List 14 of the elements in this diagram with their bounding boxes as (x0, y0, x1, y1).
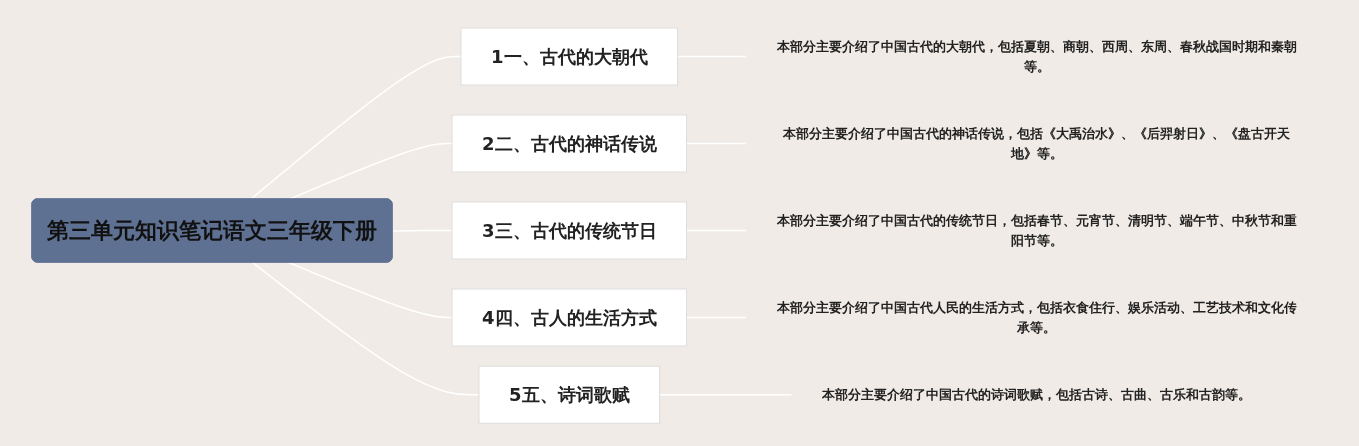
node-text: 本部分主要介绍了中国古代的诗词歌赋，包括古诗、古曲、古乐和古韵等。 (822, 387, 1252, 403)
node-box: 3三、古代的传统节日 (451, 201, 688, 260)
node-box: 4四、古人的生活方式 (451, 288, 688, 347)
node-box: 1一、古代的大朝代 (460, 27, 679, 86)
connector (250, 56, 462, 201)
node-text: 本部分主要介绍了中国古代人民的生活方式，包括衣食住行、娱乐活动、工艺技术和文化传承等。 (776, 300, 1297, 335)
connector (288, 262, 453, 319)
node-box: 5五、诗词歌赋 (478, 366, 661, 425)
node-box: 2二、古代的神话传说 (451, 114, 688, 173)
connector (252, 262, 480, 396)
node-text: 本部分主要介绍了中国古代的大朝代，包括夏朝、商朝、西周、东周、春秋战国时期和秦朝等。 (776, 39, 1297, 74)
node-text: 本部分主要介绍了中国古代的神话传说，包括《大禹治水》、《后羿射日》、《盘古开天地》等。 (783, 126, 1291, 161)
connector (288, 143, 453, 201)
node-text: 本部分主要介绍了中国古代的传统节日，包括春节、元宵节、清明节、端午节、中秋节和重阳节等。 (776, 213, 1297, 248)
